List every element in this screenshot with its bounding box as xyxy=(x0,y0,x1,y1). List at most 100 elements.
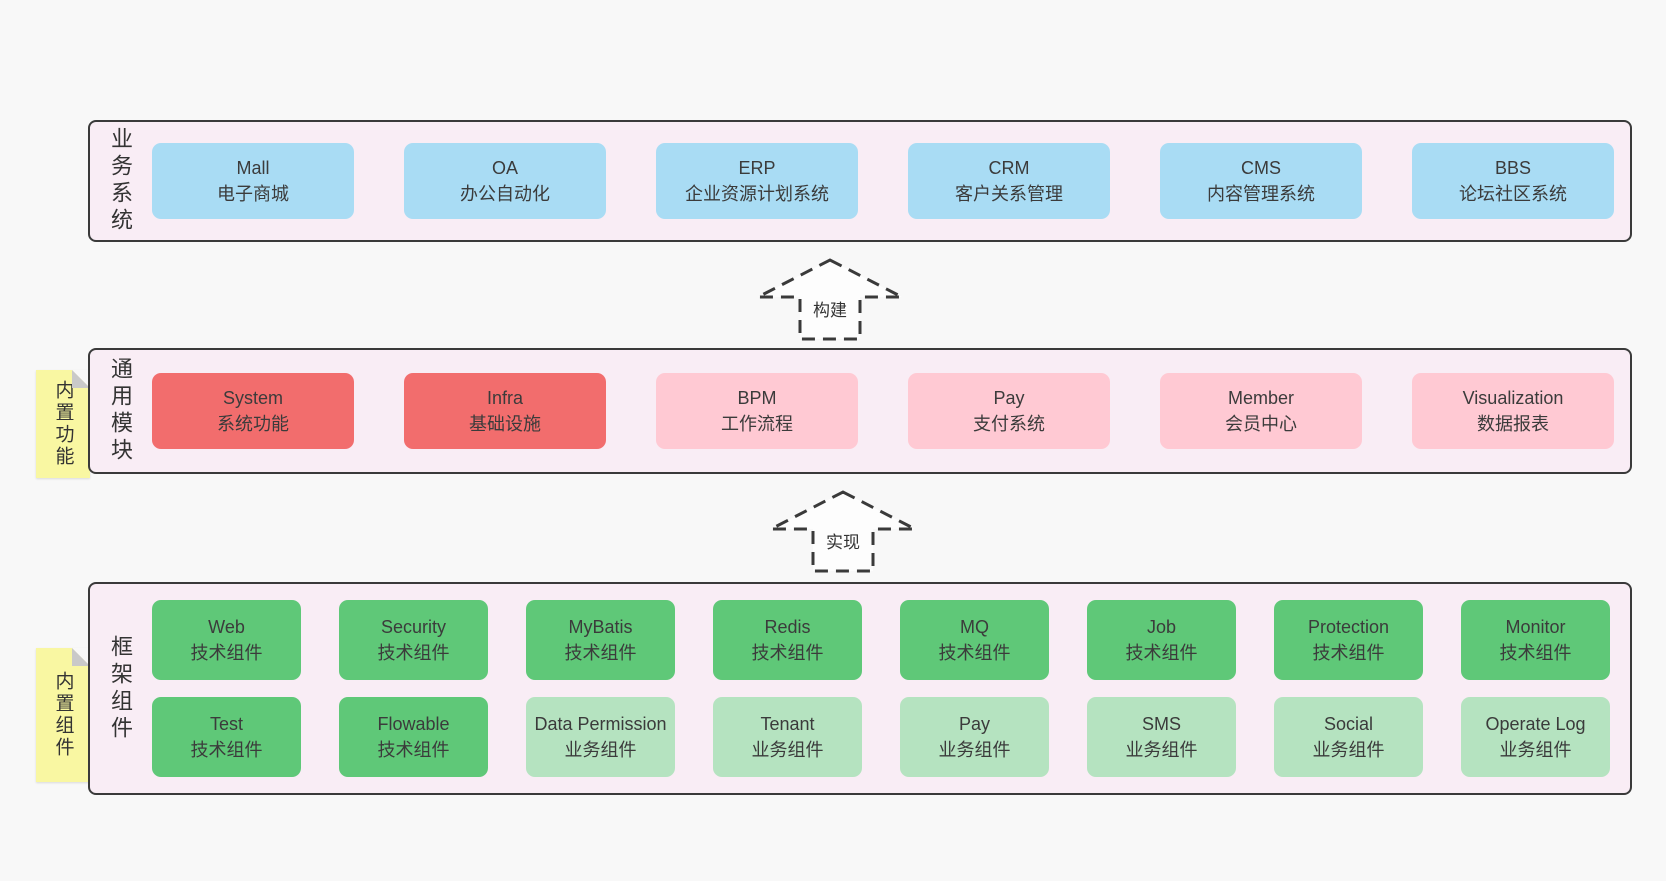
arrow-build-label: 构建 xyxy=(811,296,849,322)
box-title: Job xyxy=(1146,616,1177,637)
box-subtitle: 数据报表 xyxy=(1477,414,1549,434)
box-subtitle: 论坛社区系统 xyxy=(1459,184,1567,204)
box-subtitle: 技术组件 xyxy=(1499,643,1572,663)
sticky-tab-label: 内置功能 xyxy=(52,380,74,468)
box-title: Pay xyxy=(958,713,991,734)
box-title: Mall xyxy=(236,157,270,178)
box-subtitle: 会员中心 xyxy=(1225,414,1297,434)
layer-common-modules: 通用模块 System 系统功能 Infra 基础设施 BPM 工作流程 Pay 支付系统 Me… xyxy=(88,348,1632,474)
box-title: Web xyxy=(208,616,245,637)
sticky-tab-built-in-components: 内置组件 xyxy=(36,648,90,782)
module-box-monitor: Monitor 技术组件 xyxy=(1461,600,1610,680)
arrow-build: 构建 xyxy=(755,257,905,342)
module-box-data-permission: Data Permission 业务组件 xyxy=(526,697,675,777)
module-box-pay: Pay 业务组件 xyxy=(900,697,1049,777)
module-box-test: Test 技术组件 xyxy=(152,697,301,777)
box-title: SMS xyxy=(1141,713,1181,734)
box-subtitle: 业务组件 xyxy=(1312,740,1385,760)
box-subtitle: 客户关系管理 xyxy=(955,184,1063,204)
box-subtitle: 技术组件 xyxy=(377,740,450,760)
layer-label-business: 业务系统 xyxy=(108,127,133,235)
box-subtitle: 企业资源计划系统 xyxy=(685,184,829,204)
box-title: Protection xyxy=(1307,616,1390,637)
module-box-bbs: BBS 论坛社区系统 xyxy=(1412,143,1614,219)
box-subtitle: 技术组件 xyxy=(1312,643,1385,663)
box-title: Monitor xyxy=(1505,616,1566,637)
module-box-mq: MQ 技术组件 xyxy=(900,600,1049,680)
box-title: BBS xyxy=(1494,157,1532,178)
box-title: Pay xyxy=(993,387,1025,408)
box-title: Infra xyxy=(486,387,524,408)
box-subtitle: 技术组件 xyxy=(564,643,637,663)
box-title: Redis xyxy=(764,616,811,637)
sticky-tab-label: 内置组件 xyxy=(52,671,74,759)
module-box-pay: Pay 支付系统 xyxy=(908,373,1110,449)
module-box-member: Member 会员中心 xyxy=(1160,373,1362,449)
box-title: Member xyxy=(1227,387,1294,408)
module-box-tenant: Tenant 业务组件 xyxy=(713,697,862,777)
module-box-infra: Infra 基础设施 xyxy=(404,373,606,449)
box-subtitle: 业务组件 xyxy=(938,740,1011,760)
module-box-mall: Mall 电子商城 xyxy=(152,143,354,219)
modules-boxes-row: System 系统功能 Infra 基础设施 BPM 工作流程 Pay 支付系统 Member 会… xyxy=(152,350,1616,472)
box-title: BPM xyxy=(737,387,777,408)
box-subtitle: 技术组件 xyxy=(938,643,1011,663)
module-box-bpm: BPM 工作流程 xyxy=(656,373,858,449)
box-subtitle: 内容管理系统 xyxy=(1207,184,1315,204)
box-title: MQ xyxy=(960,616,989,637)
box-title: CMS xyxy=(1241,157,1281,178)
module-box-sms: SMS 业务组件 xyxy=(1087,697,1236,777)
box-subtitle: 系统功能 xyxy=(217,414,289,434)
box-subtitle: 业务组件 xyxy=(564,740,637,760)
box-title: Operate Log xyxy=(1485,713,1586,734)
box-subtitle: 基础设施 xyxy=(469,414,541,434)
box-subtitle: 支付系统 xyxy=(973,414,1045,434)
layer-label-framework: 框架组件 xyxy=(108,634,133,743)
module-box-job: Job 技术组件 xyxy=(1087,600,1236,680)
sticky-tab-built-in-features: 内置功能 xyxy=(36,370,90,478)
module-box-visualization: Visualization 数据报表 xyxy=(1412,373,1614,449)
arrow-implement: 实现 xyxy=(768,489,918,574)
box-title: Social xyxy=(1323,713,1374,734)
box-title: Flowable xyxy=(377,713,450,734)
box-subtitle: 业务组件 xyxy=(1125,740,1198,760)
box-subtitle: 技术组件 xyxy=(1125,643,1198,663)
box-subtitle: 办公自动化 xyxy=(460,184,550,204)
box-title: Data Permission xyxy=(534,713,667,734)
module-box-system: System 系统功能 xyxy=(152,373,354,449)
box-title: Tenant xyxy=(760,713,815,734)
box-subtitle: 技术组件 xyxy=(190,740,263,760)
module-box-cms: CMS 内容管理系统 xyxy=(1160,143,1362,219)
box-title: Test xyxy=(209,713,243,734)
module-box-social: Social 业务组件 xyxy=(1274,697,1423,777)
layer-label-modules: 通用模块 xyxy=(108,357,133,465)
box-subtitle: 电子商城 xyxy=(217,184,289,204)
folded-corner-icon xyxy=(72,370,90,388)
module-box-erp: ERP 企业资源计划系统 xyxy=(656,143,858,219)
module-box-oa: OA 办公自动化 xyxy=(404,143,606,219)
box-subtitle: 业务组件 xyxy=(751,740,824,760)
module-box-flowable: Flowable 技术组件 xyxy=(339,697,488,777)
box-title: OA xyxy=(491,157,518,178)
box-title: ERP xyxy=(738,157,776,178)
box-title: System xyxy=(222,387,283,408)
box-subtitle: 工作流程 xyxy=(721,414,793,434)
folded-corner-icon xyxy=(72,648,90,666)
module-box-operate-log: Operate Log 业务组件 xyxy=(1461,697,1610,777)
module-box-protection: Protection 技术组件 xyxy=(1274,600,1423,680)
box-subtitle: 技术组件 xyxy=(377,643,450,663)
box-subtitle: 业务组件 xyxy=(1499,740,1572,760)
arrow-implement-label: 实现 xyxy=(824,528,862,554)
box-title: Visualization xyxy=(1462,387,1564,408)
